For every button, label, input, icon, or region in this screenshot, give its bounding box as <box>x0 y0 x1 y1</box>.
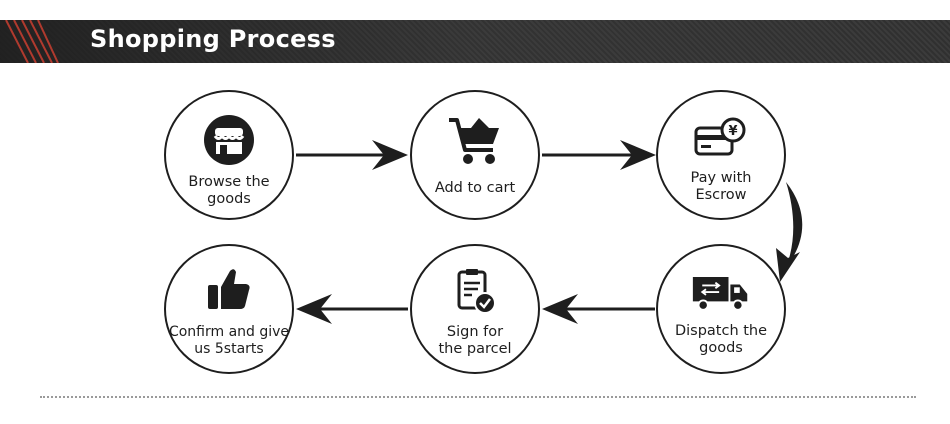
step-label: Sign for <box>446 324 504 340</box>
delivery-truck-icon <box>691 268 751 316</box>
step-label: Browse the <box>188 174 270 190</box>
step-label: Add to cart <box>434 180 516 196</box>
shopping-cart-icon <box>445 118 505 166</box>
step-label: Pay with <box>690 170 752 186</box>
card-yen-payment-icon: ¥ <box>691 116 751 164</box>
step-label: Escrow <box>695 187 747 203</box>
step-dispatch-goods: Dispatch the goods <box>656 244 786 374</box>
step-confirm-and-rate: Confirm and give us 5starts <box>164 244 294 374</box>
step-label: us 5starts <box>194 341 264 357</box>
step-add-to-cart: Add to cart <box>410 90 540 220</box>
banner-texture <box>0 20 950 63</box>
dotted-divider <box>40 396 916 398</box>
red-stripes-decoration <box>5 20 59 63</box>
clipboard-check-icon <box>445 268 505 316</box>
storefront-icon <box>199 115 259 165</box>
arrow-browse-to-cart <box>296 140 408 170</box>
step-browse-goods: Browse the goods <box>164 90 294 220</box>
arrow-pay-to-dispatch <box>776 182 803 282</box>
step-pay-with-escrow: ¥ Pay with Escrow <box>656 90 786 220</box>
thumbs-up-icon <box>199 266 259 314</box>
arrow-sign-to-confirm <box>296 294 408 324</box>
step-label: goods <box>207 191 251 207</box>
step-label: the parcel <box>438 341 512 357</box>
step-label: goods <box>699 340 743 356</box>
arrow-dispatch-to-sign <box>542 294 655 324</box>
arrow-cart-to-pay <box>542 140 656 170</box>
step-label: Dispatch the <box>674 323 768 339</box>
step-label: Confirm and give <box>168 324 290 340</box>
section-header-banner: Shopping Process <box>0 20 950 63</box>
svg-text:¥: ¥ <box>728 124 737 139</box>
page-title: Shopping Process <box>90 25 336 53</box>
step-sign-for-parcel: Sign for the parcel <box>410 244 540 374</box>
